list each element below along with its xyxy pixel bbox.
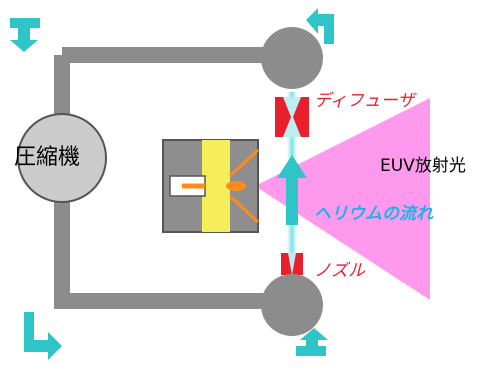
bottom-node: [261, 274, 323, 336]
euv-emission-cone: [255, 98, 430, 300]
nozzle: [281, 253, 303, 275]
compressor-label: 圧縮機: [14, 145, 81, 170]
diffuser: [275, 97, 309, 137]
euv-light-label: EUV放射光: [380, 156, 466, 176]
source-chamber: [162, 139, 260, 233]
flow-direction-arrow: [10, 8, 334, 360]
nozzle-label: ノズル: [314, 261, 365, 281]
helium-flow-label: ヘリウムの流れ: [314, 204, 433, 224]
top-node: [261, 27, 323, 89]
upward-flow-arrow: [277, 155, 307, 225]
compressor: [17, 113, 107, 203]
diffuser-label: ディフューザ: [314, 91, 415, 111]
